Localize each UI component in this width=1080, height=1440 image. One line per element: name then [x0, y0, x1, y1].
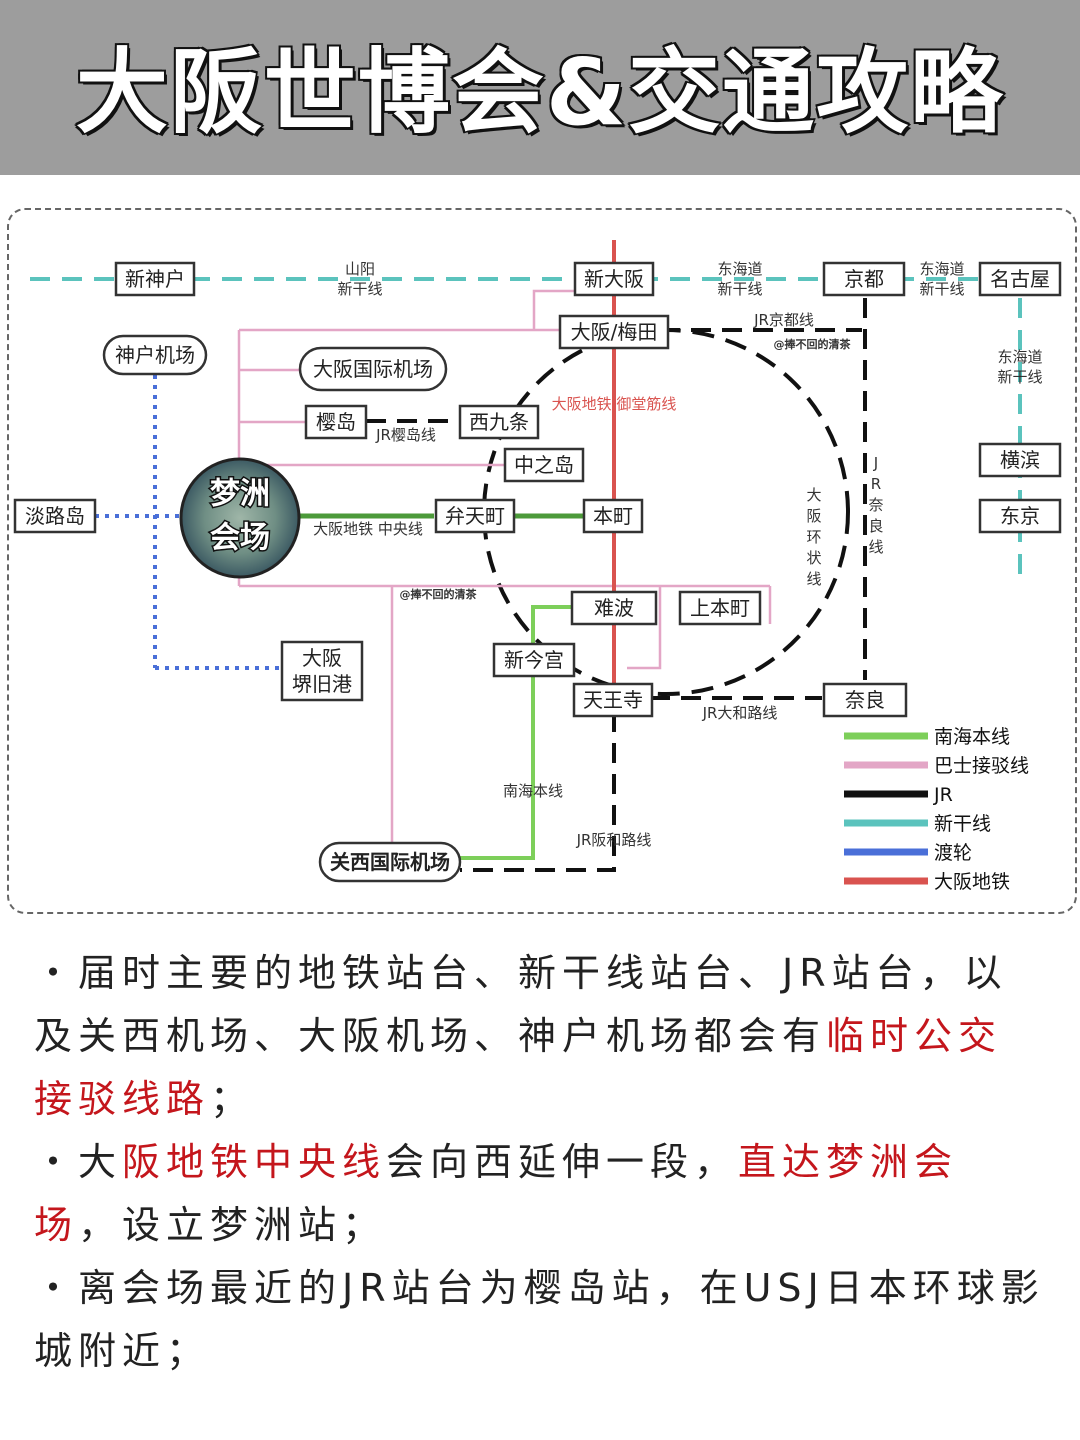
svg-text:新神户: 新神户 — [125, 267, 185, 291]
svg-text:东海道: 东海道 — [997, 348, 1042, 366]
svg-text:线: 线 — [806, 570, 821, 588]
station-hommachi: 本町 — [582, 498, 644, 534]
svg-text:东海道: 东海道 — [919, 260, 964, 278]
station-awaji: 淡路岛 — [13, 498, 97, 534]
station-kix: 关西国际机场 — [318, 841, 462, 883]
svg-text:阪: 阪 — [806, 507, 821, 525]
svg-text:东海道: 东海道 — [717, 260, 762, 278]
svg-text:天王寺: 天王寺 — [583, 688, 643, 712]
station-kyoto: 京都 — [822, 261, 906, 297]
svg-text:良: 良 — [868, 517, 883, 535]
station-namba: 难波 — [570, 590, 658, 626]
yumeshima-venue: 梦洲 会场 — [179, 457, 301, 579]
svg-text:西九条: 西九条 — [469, 410, 529, 434]
svg-text:大阪: 大阪 — [302, 646, 342, 670]
svg-text:上本町: 上本町 — [690, 596, 750, 620]
nankai-line — [460, 605, 572, 860]
svg-text:名古屋: 名古屋 — [990, 267, 1050, 291]
svg-text:新干线: 新干线 — [919, 280, 964, 298]
station-kobe-airport: 神户机场 — [102, 334, 208, 376]
station-tokyo: 东京 — [978, 498, 1062, 534]
station-nagoya: 名古屋 — [978, 261, 1062, 297]
svg-text:会场: 会场 — [210, 521, 270, 556]
svg-text:弁天町: 弁天町 — [445, 504, 505, 528]
osaka-loop-line — [482, 328, 850, 696]
page-header: 大阪世博会&交通攻略 — [0, 0, 1080, 175]
svg-text:新干线: 新干线 — [337, 280, 382, 298]
svg-text:巴士接驳线: 巴士接驳线 — [934, 755, 1029, 777]
station-bentencho: 弁天町 — [434, 498, 516, 534]
station-shin-imamiya: 新今宫 — [492, 642, 576, 678]
svg-text:樱岛: 樱岛 — [316, 410, 356, 434]
svg-text:大阪/梅田: 大阪/梅田 — [571, 320, 658, 344]
bus-shuttle-lines — [237, 289, 772, 850]
svg-text:环: 环 — [806, 528, 821, 546]
station-shin-kobe: 新神户 — [114, 261, 196, 297]
svg-text:奈: 奈 — [868, 496, 883, 514]
svg-text:神户机场: 神户机场 — [115, 343, 195, 367]
svg-text:渡轮: 渡轮 — [934, 842, 972, 864]
svg-text:JR: JR — [933, 784, 953, 806]
station-uehommachi: 上本町 — [678, 590, 762, 626]
svg-text:本町: 本町 — [593, 504, 633, 528]
ferry-lines — [95, 375, 282, 670]
route-map-frame — [7, 208, 1077, 914]
svg-text:新干线: 新干线 — [997, 368, 1042, 386]
svg-text:堺旧港: 堺旧港 — [292, 672, 352, 696]
svg-text:奈良: 奈良 — [845, 688, 885, 712]
svg-text:@捧不回的清茶: @捧不回的清茶 — [774, 337, 852, 351]
station-nishikujo: 西九条 — [458, 404, 540, 440]
svg-text:南海本线: 南海本线 — [503, 782, 563, 800]
svg-text:@捧不回的清茶: @捧不回的清茶 — [400, 587, 478, 601]
map-legend: 南海本线 巴士接驳线 JR 新干线 渡轮 大阪地铁 — [844, 726, 1029, 893]
svg-text:JR京都线: JR京都线 — [753, 311, 814, 329]
jr-lines — [366, 298, 867, 872]
station-sakai-port: 大阪 堺旧港 — [280, 640, 364, 702]
svg-text:中之岛: 中之岛 — [514, 453, 574, 477]
station-sakurajima: 樱岛 — [304, 404, 368, 440]
svg-text:难波: 难波 — [594, 596, 634, 620]
svg-text:京都: 京都 — [844, 267, 884, 291]
svg-text:大: 大 — [806, 486, 821, 504]
svg-text:新今宫: 新今宫 — [504, 648, 564, 672]
bullet-2: ・大阪地铁中央线会向西延伸一段，直达梦洲会场，设立梦洲站； — [34, 1140, 959, 1247]
bullet-3: ・离会场最近的JR站台为樱岛站，在USJ日本环球影城附近； — [34, 1266, 1045, 1373]
station-yokohama: 横滨 — [978, 442, 1062, 478]
bullet-1: ・届时主要的地铁站台、新干线站台、JR站台，以及关西机场、大阪机场、神户机场都会… — [34, 951, 1008, 1121]
station-nara: 奈良 — [822, 682, 908, 718]
info-bullets: ・届时主要的地铁站台、新干线站台、JR站台，以及关西机场、大阪机场、神户机场都会… — [34, 942, 1046, 1383]
station-nakanoshima: 中之岛 — [503, 447, 585, 483]
svg-text:大阪地铁: 大阪地铁 — [934, 871, 1010, 893]
station-itami-airport: 大阪国际机场 — [298, 346, 448, 392]
svg-text:淡路岛: 淡路岛 — [25, 504, 85, 528]
svg-text:南海本线: 南海本线 — [934, 726, 1010, 748]
svg-text:线: 线 — [868, 538, 883, 556]
svg-text:山阳: 山阳 — [345, 260, 375, 278]
station-osaka-umeda: 大阪/梅田 — [558, 314, 670, 350]
svg-text:新干线: 新干线 — [717, 280, 762, 298]
station-tennoji: 天王寺 — [572, 682, 654, 718]
svg-text:关西国际机场: 关西国际机场 — [330, 850, 450, 874]
station-shin-osaka: 新大阪 — [573, 261, 655, 297]
svg-text:东京: 东京 — [1000, 504, 1040, 528]
svg-text:大阪地铁 中央线: 大阪地铁 中央线 — [313, 520, 423, 538]
svg-text:JR樱岛线: JR樱岛线 — [375, 426, 436, 444]
svg-text:JR阪和路线: JR阪和路线 — [576, 831, 652, 849]
page-title: 大阪世博会&交通攻略 — [74, 38, 1005, 148]
route-map: 新神户 新大阪 京都 名古屋 大阪/梅田 神户机场 大阪国际机场 樱岛 西九条 … — [13, 240, 1062, 893]
svg-text:状: 状 — [806, 549, 821, 567]
svg-text:大阪地铁 御堂筋线: 大阪地铁 御堂筋线 — [552, 395, 677, 413]
svg-text:JR大和路线: JR大和路线 — [702, 704, 778, 722]
svg-text:R: R — [871, 475, 881, 493]
svg-text:大阪国际机场: 大阪国际机场 — [313, 357, 433, 381]
svg-text:新大阪: 新大阪 — [584, 267, 644, 291]
svg-text:梦洲: 梦洲 — [210, 477, 270, 512]
svg-text:新干线: 新干线 — [934, 813, 991, 835]
svg-text:横滨: 横滨 — [1000, 448, 1040, 472]
svg-text:J: J — [873, 454, 878, 472]
